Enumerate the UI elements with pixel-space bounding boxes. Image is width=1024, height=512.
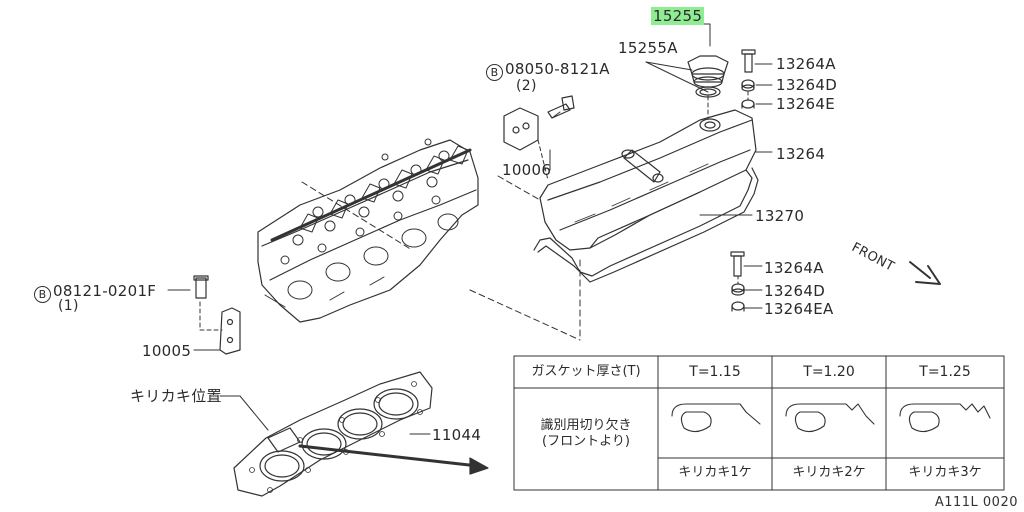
rocker-cover-gasket bbox=[533, 167, 759, 283]
part-label-13270[interactable]: 13270 bbox=[755, 207, 805, 225]
oil-filler-cap bbox=[687, 55, 729, 88]
bracket-10005 bbox=[193, 275, 241, 355]
cover-grommet-top bbox=[741, 99, 755, 109]
thickness-3: T=1.25 bbox=[919, 364, 971, 380]
cover-grommet-bottom bbox=[731, 301, 745, 312]
part-label-13264[interactable]: 13264 bbox=[776, 145, 826, 163]
notch-name-3: キリカキ3ケ bbox=[908, 465, 982, 480]
part-label-15255a[interactable]: 15255A bbox=[618, 39, 678, 57]
gasket-thickness-table-grid bbox=[513, 355, 1005, 491]
notch-shape-2 bbox=[785, 403, 875, 433]
notch-name-1: キリカキ1ケ bbox=[678, 465, 752, 480]
thickness-1: T=1.15 bbox=[689, 364, 741, 380]
bolt-qty-top: (2) bbox=[516, 78, 537, 94]
notch-callout-arrow bbox=[298, 444, 489, 475]
bracket-10006 bbox=[503, 95, 575, 151]
notch-name-2: キリカキ2ケ bbox=[792, 465, 866, 480]
part-label-11044[interactable]: 11044 bbox=[432, 426, 482, 444]
head-gasket bbox=[233, 371, 433, 497]
cover-bolt-bottom bbox=[730, 251, 745, 277]
bolt-code-left: 08121-0201F bbox=[53, 282, 157, 300]
table-header-label: ガスケット厚さ(T) bbox=[531, 364, 641, 379]
row-label-from-front: (フロントより) bbox=[542, 434, 630, 449]
bolt-marker-icon: B bbox=[34, 286, 51, 303]
bolt-code-top: 08050-8121A bbox=[505, 60, 610, 78]
bolt-marker-icon: B bbox=[486, 64, 503, 81]
notch-position-label: キリカキ位置 bbox=[130, 387, 222, 405]
front-arrow bbox=[909, 261, 941, 285]
leader-lines bbox=[167, 23, 773, 435]
cylinder-head bbox=[257, 138, 479, 323]
diagram-code: A111L 0020 bbox=[934, 495, 1018, 510]
rocker-cover bbox=[539, 109, 757, 251]
part-label-13264a-bottom[interactable]: 13264A bbox=[764, 259, 824, 277]
thickness-2: T=1.20 bbox=[803, 364, 855, 380]
part-label-10006[interactable]: 10006 bbox=[502, 161, 552, 179]
notch-shape-3 bbox=[899, 403, 991, 433]
part-label-13264d-top[interactable]: 13264D bbox=[776, 76, 838, 94]
notch-shape-1 bbox=[671, 403, 761, 433]
part-label-15255[interactable]: 15255 bbox=[651, 7, 705, 25]
cover-washer-bottom bbox=[731, 283, 745, 296]
part-label-13264a-top[interactable]: 13264A bbox=[776, 55, 836, 73]
part-label-13264e[interactable]: 13264E bbox=[776, 95, 835, 113]
cover-bolt-top bbox=[741, 49, 756, 73]
bolt-qty-left: (1) bbox=[58, 298, 79, 314]
part-label-13264ea[interactable]: 13264EA bbox=[764, 300, 834, 318]
row-label-identification: 識別用切り欠き bbox=[540, 418, 632, 433]
cover-washer-top bbox=[741, 79, 755, 92]
part-label-13264d-bottom[interactable]: 13264D bbox=[764, 282, 826, 300]
part-label-10005[interactable]: 10005 bbox=[142, 342, 192, 360]
